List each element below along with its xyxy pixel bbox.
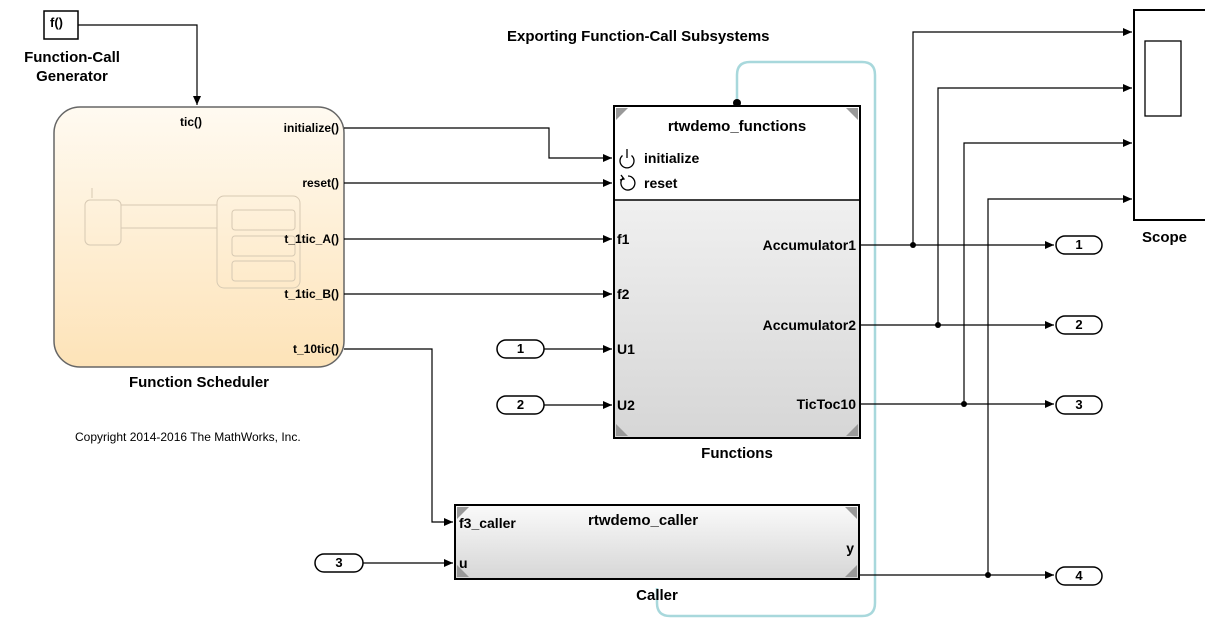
functions-port-f1: f1 — [617, 231, 630, 247]
inport-2-label[interactable]: 2 — [516, 397, 525, 412]
diagram-title: Exporting Function-Call Subsystems — [507, 28, 770, 45]
functions-model-name: rtwdemo_functions — [667, 118, 807, 135]
scheduler-name: Function Scheduler — [128, 374, 269, 391]
reset-cycle-icon — [619, 174, 636, 191]
outport-4-label[interactable]: 4 — [1075, 568, 1083, 583]
functions-block-name: Functions — [701, 445, 773, 462]
caller-port-y: y — [846, 540, 854, 556]
functions-port-accumulator2: Accumulator2 — [762, 317, 856, 333]
functions-corner-marks — [616, 108, 858, 436]
functions-port-u1: U1 — [617, 341, 635, 357]
functions-port-initialize: initialize — [644, 150, 700, 166]
generator-name-line2: Generator — [36, 68, 108, 85]
caller-model-name: rtwdemo_caller — [588, 512, 699, 529]
initialize-power-icon — [619, 149, 635, 169]
inport-shapes — [314, 339, 545, 573]
inport-1-label[interactable]: 1 — [516, 341, 525, 356]
scheduler-output-reset: reset() — [302, 176, 339, 190]
functions-link-port — [733, 99, 741, 107]
scheduler-output-t10tic: t_10tic() — [292, 342, 339, 356]
caller-corner-marks — [457, 507, 857, 577]
functions-port-reset: reset — [644, 175, 678, 191]
functions-port-f2: f2 — [617, 286, 630, 302]
generator-name-line1: Function-Call — [24, 49, 120, 66]
link-loop-line — [655, 60, 877, 618]
caller-block-name: Caller — [636, 587, 678, 604]
scope-screen-icon — [1144, 40, 1182, 117]
scheduler-output-t1tic-a: t_1tic_A() — [284, 232, 339, 246]
functions-port-u2: U2 — [617, 397, 635, 413]
functions-event-header — [615, 107, 859, 200]
caller-port-u: u — [459, 555, 468, 571]
caller-block[interactable] — [454, 504, 860, 580]
functions-port-accumulator1: Accumulator1 — [762, 237, 856, 253]
scheduler-chart-thumbnail — [84, 188, 301, 289]
copyright-text: Copyright 2014-2016 The MathWorks, Inc. — [75, 430, 301, 444]
outport-1-label[interactable]: 1 — [1075, 237, 1083, 252]
functions-port-tictoc10: TicToc10 — [796, 396, 856, 412]
caller-port-f3-caller: f3_caller — [459, 515, 516, 531]
scheduler-output-initialize: initialize() — [283, 121, 339, 135]
outport-3-label[interactable]: 3 — [1075, 397, 1083, 412]
inport-3-label[interactable]: 3 — [335, 555, 343, 570]
signal-lines — [78, 24, 1132, 579]
function-scheduler-block[interactable] — [53, 106, 345, 368]
scheduler-input-port: tic() — [180, 115, 202, 129]
outport-shapes — [1055, 235, 1103, 586]
outport-2-label[interactable]: 2 — [1075, 317, 1083, 332]
branch-dots — [910, 242, 991, 578]
scheduler-output-t1tic-b: t_1tic_B() — [284, 287, 339, 301]
function-call-generator-icon: f() — [50, 15, 63, 30]
scope-name: Scope — [1142, 229, 1188, 246]
